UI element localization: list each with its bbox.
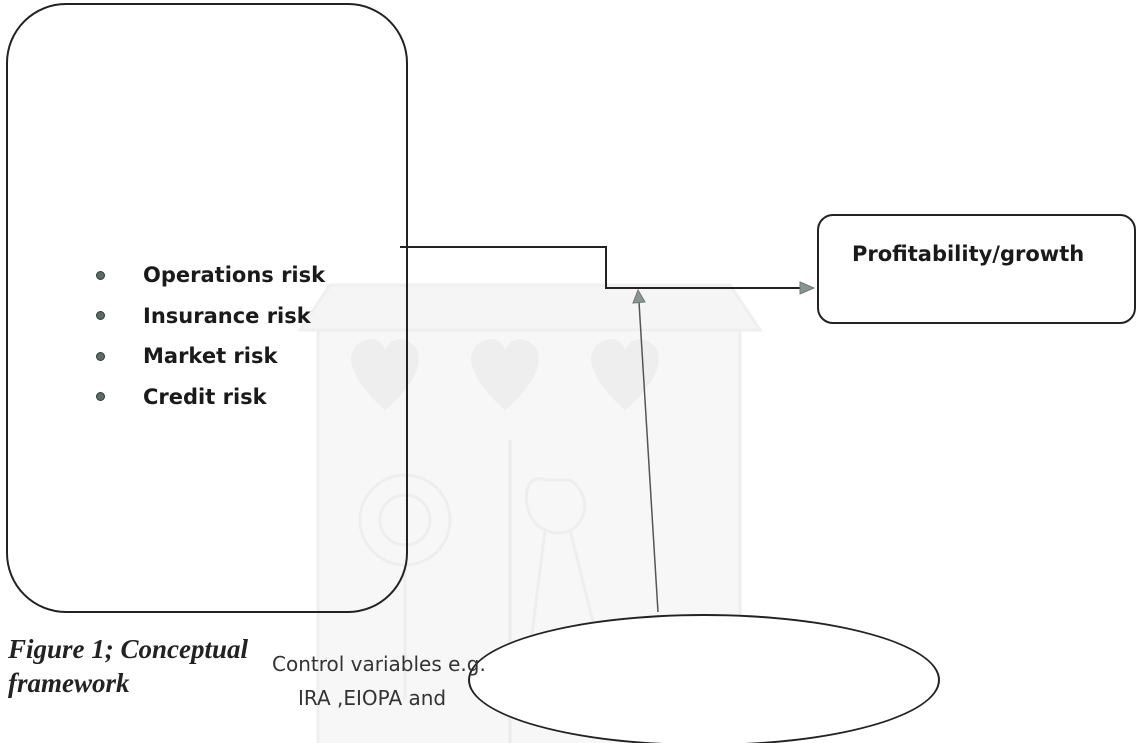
outcome-box bbox=[817, 214, 1136, 324]
figure-caption: Figure 1; Conceptual framework bbox=[8, 632, 328, 700]
caption-line2: framework bbox=[8, 668, 130, 698]
risk-factor-list: Operations risk Insurance risk Market ri… bbox=[90, 255, 325, 417]
risk-item-label: Credit risk bbox=[143, 384, 267, 409]
control-variables-line1: Control variables e.g. bbox=[272, 652, 486, 676]
bullet-icon bbox=[96, 351, 105, 361]
bullet-icon bbox=[96, 270, 105, 280]
risk-item-insurance: Insurance risk bbox=[90, 296, 325, 337]
outcome-label: Profitability/growth bbox=[852, 242, 1085, 266]
risk-item-label: Insurance risk bbox=[143, 303, 311, 328]
risk-item-operations: Operations risk bbox=[90, 255, 325, 296]
bullet-icon bbox=[96, 392, 105, 402]
risk-item-label: Market risk bbox=[143, 344, 278, 369]
control-variables-line2: IRA ,EIOPA and bbox=[298, 686, 447, 710]
caption-line1: Figure 1; Conceptual bbox=[8, 634, 249, 664]
risk-item-market: Market risk bbox=[90, 336, 325, 377]
risk-item-credit: Credit risk bbox=[90, 377, 325, 418]
risk-factors-box bbox=[6, 3, 408, 613]
control-variables-ellipse bbox=[468, 614, 940, 743]
risk-item-label: Operations risk bbox=[143, 263, 326, 288]
bullet-icon bbox=[96, 311, 105, 321]
